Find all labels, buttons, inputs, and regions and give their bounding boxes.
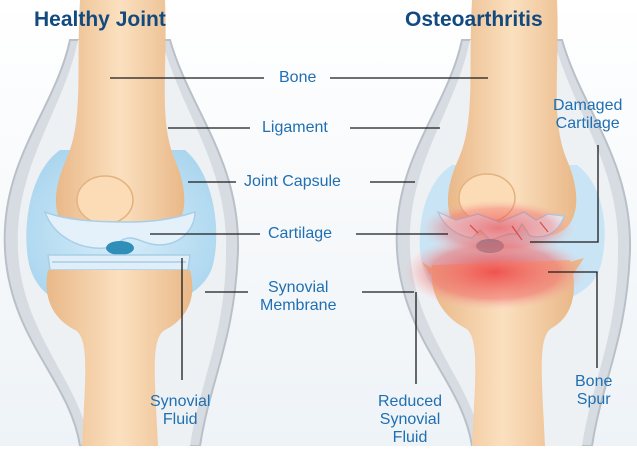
label-joint-capsule: Joint Capsule [244, 173, 341, 191]
label-cartilage: Cartilage [268, 225, 332, 243]
healthy-joint-space [106, 241, 134, 255]
label-reduced-synovial-fluid: Reduced Synovial Fluid [378, 393, 442, 447]
healthy-patella [77, 176, 133, 224]
label-synovial-membrane: Synovial Membrane [260, 279, 336, 315]
label-damaged-cartilage: Damaged Cartilage [553, 97, 622, 133]
label-ligament: Ligament [262, 119, 328, 137]
inflammation-upper [420, 200, 576, 256]
label-bone-spur: Bone Spur [575, 373, 612, 409]
label-synovial-fluid: Synovial Fluid [150, 393, 210, 429]
osteoarthritis-title: Osteoarthritis [405, 8, 543, 32]
label-bone: Bone [279, 69, 316, 87]
healthy-joint-title: Healthy Joint [34, 8, 166, 32]
